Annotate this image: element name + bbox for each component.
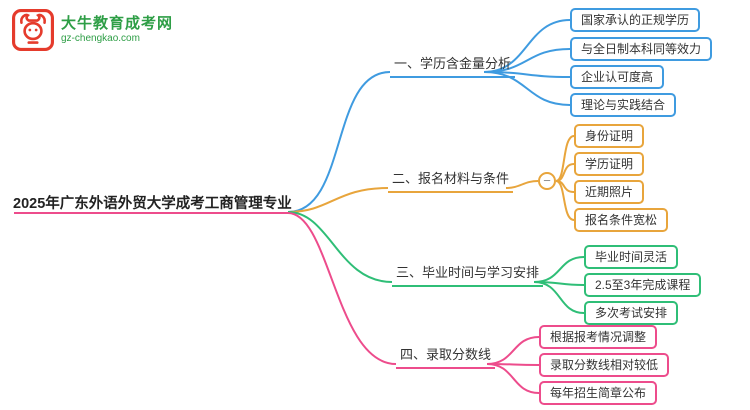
central-topic-node[interactable]: 2025年广东外语外贸大学成考工商管理专业 — [13, 196, 292, 212]
branch2-label[interactable]: 二、报名材料与条件 — [388, 168, 514, 193]
branch1-child-node[interactable]: 理论与实践结合 — [570, 93, 677, 117]
branch1-child-node[interactable]: 企业认可度高 — [570, 65, 665, 89]
bull-icon — [12, 9, 54, 51]
connector-main-branch4 — [14, 212, 397, 365]
collapse-button[interactable]: − — [538, 172, 556, 190]
branch1-child-node[interactable]: 与全日制本科同等效力 — [570, 37, 713, 61]
branch2-child-node[interactable]: 学历证明 — [574, 152, 645, 176]
branch4-child-node[interactable]: 每年招生简章公布 — [539, 381, 658, 405]
connector-main-branch2 — [287, 187, 389, 213]
branch1-child-node[interactable]: 国家承认的正规学历 — [570, 8, 701, 32]
connector-branch2-child4 — [555, 180, 575, 221]
branch4-label[interactable]: 四、录取分数线 — [396, 344, 496, 369]
branch1-label[interactable]: 一、学历含金量分析 — [390, 53, 516, 78]
branch2-child-node[interactable]: 近期照片 — [574, 180, 645, 204]
branch4-child-node[interactable]: 根据报考情况调整 — [539, 325, 658, 349]
branch3-child-node[interactable]: 2.5至3年完成课程 — [584, 273, 702, 297]
connector-branch2-child3 — [555, 180, 575, 193]
site-url: gz-chengkao.com — [61, 33, 140, 44]
branch2-child-node[interactable]: 身份证明 — [574, 124, 645, 148]
branch3-label[interactable]: 三、毕业时间与学习安排 — [392, 262, 544, 287]
connector-branch2-child1 — [555, 135, 575, 182]
branch3-child-node[interactable]: 毕业时间灵活 — [584, 245, 679, 269]
branch3-child-node[interactable]: 多次考试安排 — [584, 301, 679, 325]
connector-branch2-child2 — [555, 163, 575, 182]
site-name: 大牛教育成考网 — [61, 15, 174, 32]
site-logo[interactable]: 大牛教育成考网 gz-chengkao.com — [12, 9, 173, 51]
logo-text: 大牛教育成考网 gz-chengkao.com — [61, 15, 173, 45]
branch4-child-node[interactable]: 录取分数线相对较低 — [539, 353, 670, 377]
branch2-child-node[interactable]: 报名条件宽松 — [574, 208, 669, 232]
connector-main-branch1 — [287, 71, 391, 213]
connector-main-branch3 — [287, 211, 393, 283]
